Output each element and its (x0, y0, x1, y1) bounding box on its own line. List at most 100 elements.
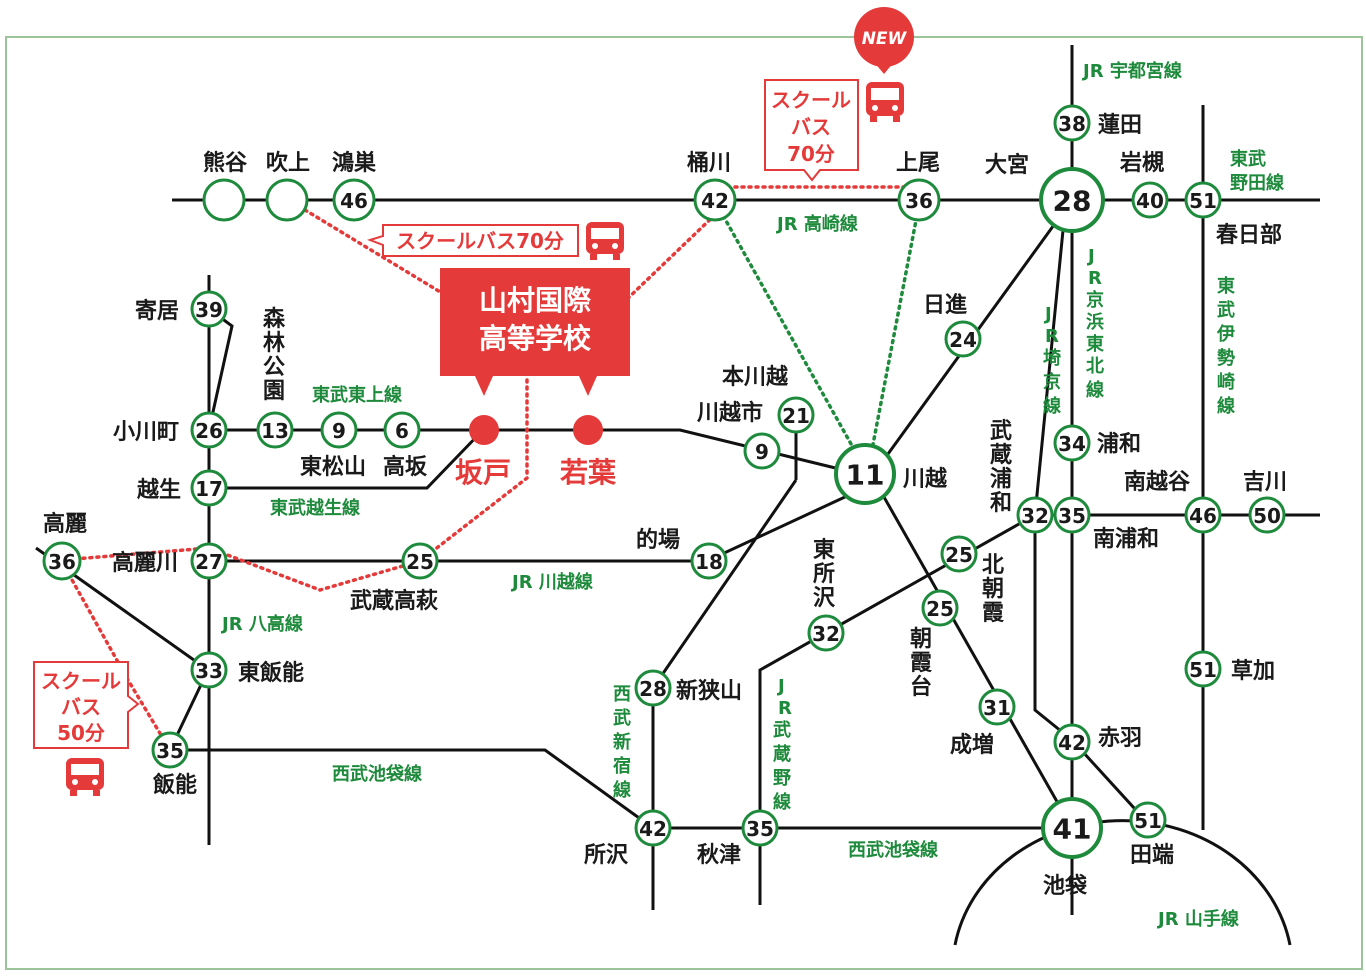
station-circle[interactable] (1248, 496, 1286, 534)
station-honkawagoe[interactable]: 21 (777, 396, 815, 434)
station-circle[interactable] (190, 469, 228, 507)
station-urawa[interactable]: 34 (1053, 424, 1091, 462)
station-circle[interactable] (1016, 496, 1054, 534)
station-higashimatsuyama[interactable]: 9 (320, 411, 358, 449)
station-circle[interactable] (190, 290, 228, 328)
station-circle[interactable] (1053, 723, 1091, 761)
station-circle[interactable] (151, 731, 189, 769)
station-time: 33 (195, 659, 223, 683)
station-shinsayama[interactable]: 28 (634, 669, 672, 707)
station-ageo[interactable]: 36 (897, 178, 941, 222)
station-circle[interactable] (741, 809, 779, 847)
station-circle[interactable] (265, 178, 309, 222)
station-fukiage[interactable] (265, 178, 309, 222)
station-circle[interactable] (401, 542, 439, 580)
station-matoba[interactable]: 18 (690, 542, 728, 580)
station-circle[interactable] (777, 396, 815, 434)
green-dotted-okegawa (718, 208, 862, 462)
station-tabata[interactable]: 51 (1129, 801, 1167, 839)
station-name-fukiage: 吹上 (266, 150, 310, 176)
station-circle[interactable] (383, 411, 421, 449)
station-musashitakahagi[interactable]: 25 (401, 542, 439, 580)
station-marker-sakado[interactable] (469, 415, 499, 445)
station-name-ogose: 越生 (136, 478, 181, 503)
station-asakadai[interactable]: 25 (921, 589, 959, 627)
station-circle[interactable] (1053, 104, 1091, 142)
station-circle[interactable] (332, 178, 376, 222)
station-kumagaya[interactable] (202, 178, 246, 222)
station-circle[interactable] (1053, 424, 1091, 462)
station-circle[interactable] (743, 432, 781, 470)
station-ogose[interactable]: 17 (190, 469, 228, 507)
station-circle[interactable] (190, 651, 228, 689)
station-kawagoeshi[interactable]: 9 (743, 432, 781, 470)
station-akitsu[interactable]: 35 (741, 809, 779, 847)
station-name-higashihanno: 東飯能 (238, 660, 304, 686)
station-circle[interactable] (190, 542, 228, 580)
station-circle[interactable] (1184, 650, 1222, 688)
station-higashitokorozawa[interactable]: 32 (807, 614, 845, 652)
station-time: 51 (1189, 189, 1217, 213)
station-shinrin[interactable]: 13 (256, 411, 294, 449)
station-akabane[interactable]: 42 (1053, 723, 1091, 761)
station-circle[interactable] (944, 320, 982, 358)
bus-callout-text-2: バス (61, 695, 101, 719)
station-circle[interactable] (1184, 496, 1222, 534)
station-koma[interactable]: 36 (42, 541, 82, 581)
station-name-iwatsuki: 岩槻 (1119, 151, 1164, 176)
station-circle[interactable] (202, 178, 246, 222)
station-circle[interactable] (320, 411, 358, 449)
station-yoshikawa[interactable]: 50 (1248, 496, 1286, 534)
station-konosu[interactable]: 46 (332, 178, 376, 222)
station-ogawamachi[interactable]: 26 (190, 411, 228, 449)
station-komagawa[interactable]: 27 (190, 542, 228, 580)
station-higashihanno[interactable]: 33 (190, 651, 228, 689)
bus-route-koma (60, 546, 422, 592)
station-circle[interactable] (256, 411, 294, 449)
station-nisshin[interactable]: 24 (944, 320, 982, 358)
station-circle[interactable] (190, 411, 228, 449)
station-circle[interactable] (921, 589, 959, 627)
station-okegawa[interactable]: 42 (693, 178, 737, 222)
station-marker-wakaba[interactable] (573, 415, 603, 445)
station-kitaasaka[interactable]: 25 (940, 535, 978, 573)
station-kasukabe[interactable]: 51 (1184, 181, 1222, 219)
station-circle[interactable] (690, 542, 728, 580)
station-circle[interactable] (807, 614, 845, 652)
station-circle[interactable] (978, 688, 1016, 726)
station-tokorozawa[interactable]: 42 (634, 809, 672, 847)
station-takasaka[interactable]: 6 (383, 411, 421, 449)
station-circle[interactable] (1053, 496, 1091, 534)
char: R (778, 698, 792, 719)
line-label-seibu-ikebukuro-w: 西武池袋線 (332, 763, 422, 785)
station-narimasu[interactable]: 31 (978, 688, 1016, 726)
station-time: 11 (846, 459, 885, 492)
station-hanno[interactable]: 35 (151, 731, 189, 769)
station-minamiurawa[interactable]: 35 (1053, 496, 1091, 534)
station-circle[interactable] (1039, 167, 1105, 233)
station-minamikoshigaya[interactable]: 46 (1184, 496, 1222, 534)
station-omiya[interactable]: 28 (1039, 167, 1105, 233)
station-circle[interactable] (1129, 801, 1167, 839)
station-hasuda[interactable]: 38 (1053, 104, 1091, 142)
station-circle[interactable] (693, 178, 737, 222)
station-kawagoe[interactable]: 11 (834, 443, 896, 505)
station-circle[interactable] (634, 669, 672, 707)
station-circle[interactable] (634, 809, 672, 847)
station-circle[interactable] (897, 178, 941, 222)
station-circle[interactable] (834, 443, 896, 505)
station-soka[interactable]: 51 (1184, 650, 1222, 688)
station-musashiurawa[interactable]: 32 (1016, 496, 1054, 534)
station-circle[interactable] (1131, 181, 1169, 219)
station-name-yorii: 寄居 (135, 298, 179, 324)
station-time: 27 (195, 550, 223, 574)
station-yoriimachi[interactable]: 39 (190, 290, 228, 328)
station-circle[interactable] (1184, 181, 1222, 219)
station-ikebukuro[interactable]: 41 (1041, 797, 1103, 859)
station-name-hanno: 飯能 (152, 772, 197, 798)
station-circle[interactable] (42, 541, 82, 581)
station-iwatsuki[interactable]: 40 (1131, 181, 1169, 219)
station-circle[interactable] (940, 535, 978, 573)
station-circle[interactable] (1041, 797, 1103, 859)
